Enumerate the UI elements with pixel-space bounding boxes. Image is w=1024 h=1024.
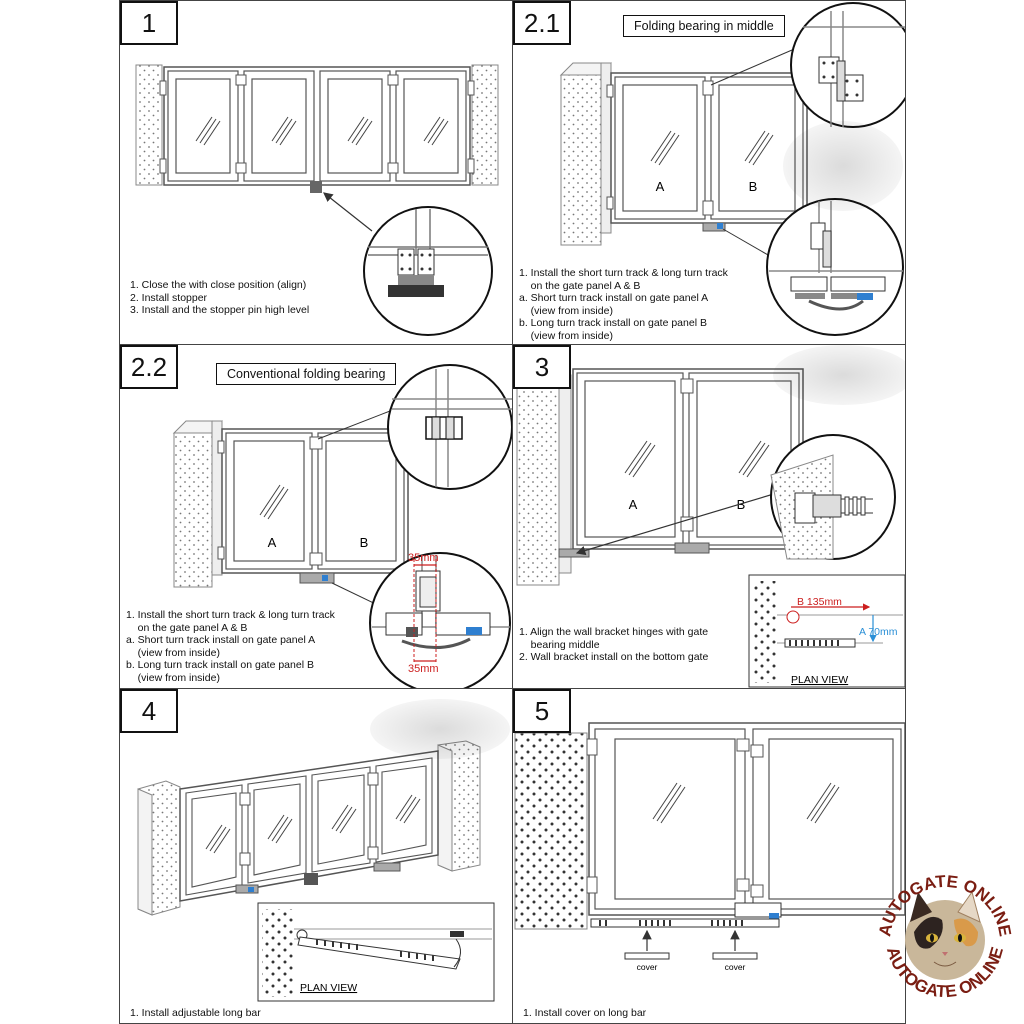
instruction-item: on the gate panel A & B [126, 621, 248, 634]
leaf-a-label: A [268, 535, 277, 550]
cover-label-right: cover [725, 962, 746, 972]
wall-bracket-diagram: A B B 135mm A 70mm PLAN VIEW [516, 368, 905, 688]
instruction-item: 1. Install cover on long bar [523, 1007, 647, 1019]
instruction-item: 1. Close the with close position (align) [130, 279, 307, 291]
shadow-smudge [773, 345, 905, 405]
step-number: 1 [120, 1, 178, 45]
step-panel-2-1: 2.1 Folding bearing in middle A B [512, 0, 906, 345]
instruction-item: (view from inside) [126, 671, 220, 684]
leaf-a-label: A [656, 179, 665, 194]
stopper [310, 181, 322, 193]
folding-bearing-detail [790, 2, 905, 128]
instruction-item: a. Short turn track install on gate pane… [126, 634, 316, 646]
instruction-item: on the gate panel A & B [519, 279, 641, 292]
autogate-online-logo: AUTOGATE ONLINE AUTOGATE ONLINE [875, 872, 1015, 1001]
instruction-list: 1. Install the short turn track & long t… [519, 267, 728, 342]
instruction-item: 1. Install the short turn track & long t… [126, 609, 335, 621]
leaf-a-label: A [629, 497, 638, 512]
instruction-list: 1. Close the with close position (align)… [130, 279, 309, 317]
dimension-bottom: 35mm [408, 663, 439, 675]
step-panel-2-2: 2.2 Conventional folding bearing A B [119, 344, 513, 689]
instruction-item: 2. Wall bracket install on the bottom ga… [519, 651, 709, 663]
instruction-item: 3. Install and the stopper pin high leve… [130, 304, 310, 316]
dimension-b: B 135mm [797, 596, 842, 608]
instruction-item: 1. Align the wall bracket hinges with ga… [519, 626, 709, 638]
turn-track-detail [766, 198, 904, 336]
step-number: 4 [120, 689, 178, 733]
leaf-b-label: B [737, 497, 746, 512]
step-number: 5 [513, 689, 571, 733]
left-pillar [135, 64, 163, 186]
instruction-item: 1. Install adjustable long bar [130, 1007, 261, 1019]
shadow-smudge [370, 699, 510, 759]
diagram-title: Conventional folding bearing [216, 363, 397, 385]
instruction-item: b. Long turn track install on gate panel… [126, 659, 314, 671]
instruction-item: a. Short turn track install on gate pane… [519, 292, 709, 304]
gate-folding-middle-diagram: A B [559, 2, 905, 336]
leaf-b-label: B [360, 535, 369, 550]
instruction-list: 1. Install the short turn track & long t… [126, 609, 335, 684]
instruction-item: 1. Install the short turn track & long t… [519, 267, 728, 279]
right-pillar [471, 64, 499, 186]
leaf-b-label: B [749, 179, 758, 194]
shadow-smudge [783, 121, 903, 211]
instruction-item: b. Long turn track install on gate panel… [519, 317, 707, 329]
step-number: 2.1 [513, 1, 571, 45]
step-panel-3: 3 A B [512, 344, 906, 689]
instruction-list: 1. Install adjustable long bar [130, 1007, 261, 1020]
step-panel-4: 4 [119, 688, 513, 1024]
instruction-item: bearing middle [519, 638, 600, 651]
instruction-list: 1. Install cover on long bar [523, 1007, 646, 1020]
plan-view-label: PLAN VIEW [300, 982, 357, 994]
instruction-item: (view from inside) [519, 304, 613, 317]
step-panel-5: 5 cover cover 1. Install cover on long b… [512, 688, 906, 1024]
gate-closed-diagram [135, 64, 499, 336]
instruction-item: (view from inside) [519, 329, 613, 342]
dimension-a: A 70mm [859, 626, 898, 638]
step-number: 2.2 [120, 345, 178, 389]
step-number: 3 [513, 345, 571, 389]
instruction-item: 2. Install stopper [130, 291, 208, 304]
gate-perspective-diagram: PLAN VIEW [137, 740, 495, 1002]
plan-view-label: PLAN VIEW [791, 674, 848, 686]
step-panel-1: 1 [119, 0, 513, 345]
cover-label-left: cover [637, 962, 658, 972]
instruction-list: 1. Align the wall bracket hinges with ga… [519, 626, 708, 664]
instruction-item: (view from inside) [126, 646, 220, 659]
dimension-top: 35mm [408, 552, 439, 564]
gate-conventional-diagram: A B [172, 364, 512, 688]
cover-install-diagram: cover cover [514, 722, 905, 972]
diagram-title: Folding bearing in middle [623, 15, 785, 37]
